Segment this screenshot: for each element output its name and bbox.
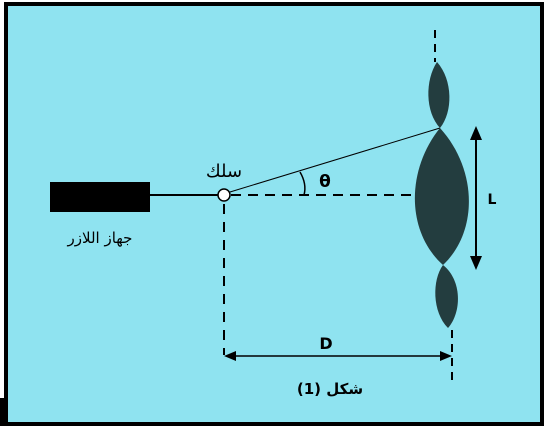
distance-label: D (319, 334, 332, 353)
laser-device (50, 182, 150, 212)
diffraction-ray (229, 127, 441, 193)
fringe-width-label: L (488, 192, 497, 208)
wire-label: سلك (206, 161, 242, 182)
fringe-top (428, 62, 450, 128)
wire-point (217, 188, 231, 202)
laser-label: جهاز اللازر (67, 229, 133, 247)
fringe-width-arrowhead-bottom (470, 256, 482, 270)
corner-mark (0, 398, 4, 426)
frame-border (4, 2, 544, 426)
fringe-central (414, 128, 469, 265)
fringe-width-arrowhead-top (470, 126, 482, 140)
angle-label: θ (319, 172, 331, 192)
distance-arrowhead-left (224, 351, 236, 361)
figure-caption: شكل (1) (297, 380, 363, 398)
angle-arc (299, 171, 306, 196)
distance-arrowhead-right (440, 351, 452, 361)
fringe-bottom (435, 265, 458, 328)
